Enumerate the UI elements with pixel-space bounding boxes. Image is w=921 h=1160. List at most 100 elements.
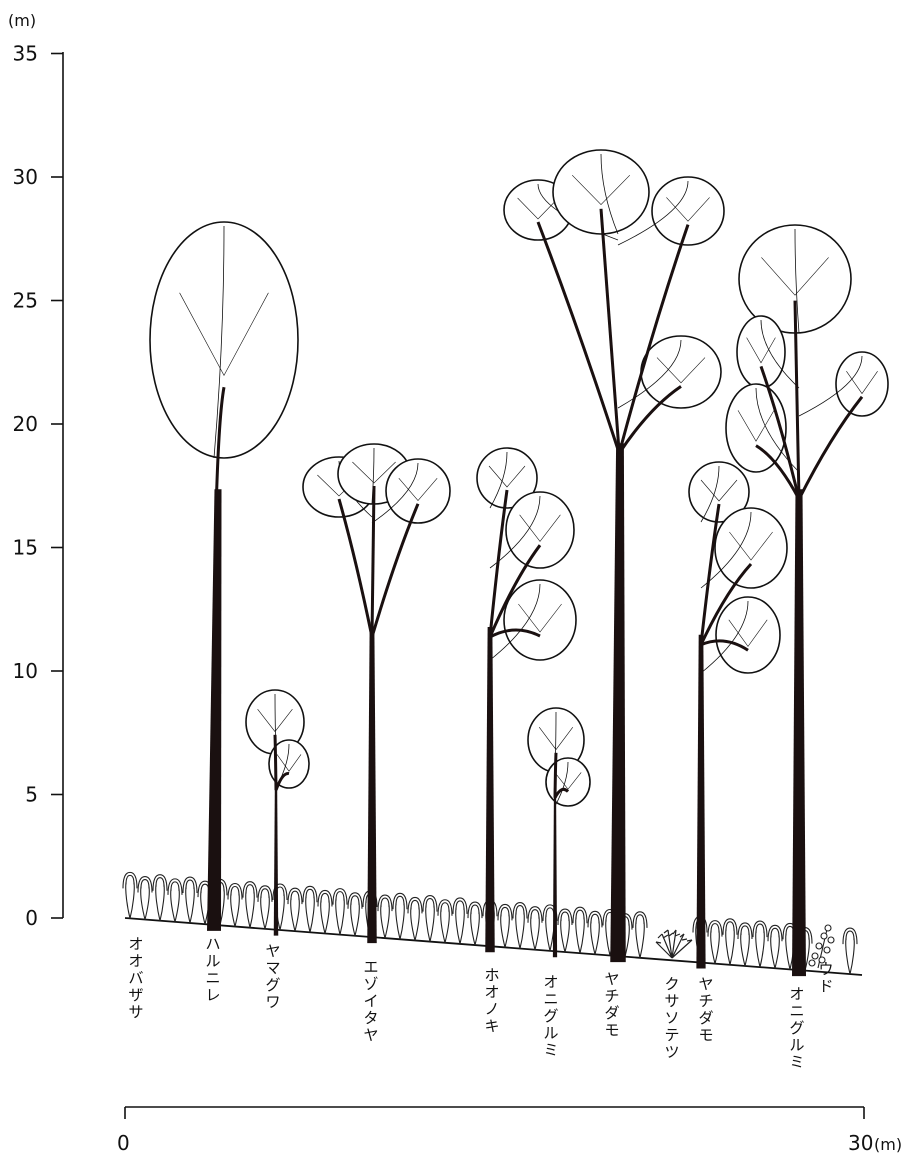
crown-vein bbox=[798, 355, 863, 417]
crown-vein bbox=[276, 754, 302, 772]
tree bbox=[302, 443, 451, 944]
tree-branch bbox=[489, 628, 541, 639]
crown-vein bbox=[571, 174, 631, 206]
crown-vein bbox=[398, 478, 438, 502]
tree-crown bbox=[651, 176, 725, 246]
y-tick-label: 0 bbox=[25, 906, 38, 930]
tree-trunk bbox=[696, 634, 706, 969]
tree-crown bbox=[503, 579, 577, 661]
bamboo-grass-clump bbox=[422, 895, 438, 942]
crown-vein bbox=[518, 603, 562, 633]
tree-crown bbox=[688, 461, 750, 523]
tree-trunk bbox=[367, 627, 377, 944]
tree-branch bbox=[759, 365, 801, 500]
tree-crown bbox=[725, 383, 787, 473]
tree-branch bbox=[699, 562, 753, 646]
bamboo-grass-clump bbox=[227, 882, 243, 927]
crown-vein bbox=[700, 511, 752, 589]
crown-vein bbox=[746, 337, 776, 364]
species-label: オニグルミ bbox=[789, 985, 804, 1071]
crown-vein bbox=[213, 225, 225, 459]
crown-vein bbox=[371, 447, 375, 505]
crown-vein bbox=[554, 772, 582, 790]
tree-branch bbox=[488, 544, 542, 638]
bamboo-grass-clump bbox=[152, 874, 168, 921]
bamboo-grass-clump bbox=[137, 875, 153, 920]
tree-branch bbox=[755, 444, 801, 500]
crown-vein bbox=[656, 357, 706, 384]
bamboo-grass-clump bbox=[392, 892, 408, 940]
crown-vein bbox=[700, 479, 738, 502]
species-label: ヤマグワ bbox=[265, 942, 280, 1011]
bamboo-grass-clump bbox=[122, 871, 138, 919]
crown-vein bbox=[846, 371, 878, 395]
tree-branch bbox=[370, 485, 376, 638]
tree-crown bbox=[268, 739, 310, 789]
tree-crown bbox=[505, 491, 575, 569]
species-labels: オオバザサハルニレヤマグワエゾイタヤホオノキオニグルミヤチダモクサソテツヤチダモ… bbox=[128, 935, 833, 1071]
bamboo-grass-clump bbox=[437, 899, 453, 943]
crown-vein bbox=[538, 727, 574, 751]
tree-branch bbox=[488, 489, 509, 638]
crown-vein bbox=[517, 197, 559, 220]
bamboo-grass-clump bbox=[347, 892, 363, 936]
tree-branch bbox=[274, 772, 290, 791]
bamboo-grass-clump bbox=[407, 896, 423, 941]
y-tick-label: 5 bbox=[25, 783, 38, 807]
crown-vein bbox=[489, 451, 508, 509]
tree-branch bbox=[797, 395, 864, 500]
tree-branch bbox=[617, 224, 690, 454]
tree-branch bbox=[214, 386, 226, 500]
crown-vein bbox=[554, 761, 569, 807]
fern-drawing bbox=[655, 929, 693, 959]
crown-vein bbox=[728, 619, 768, 647]
scale-bar-unit: (m) bbox=[874, 1135, 902, 1154]
bamboo-grass-clump bbox=[182, 876, 198, 924]
bamboo-grass-clump bbox=[767, 924, 783, 969]
tree-branch bbox=[700, 639, 749, 652]
tree-crown bbox=[385, 458, 451, 524]
bamboo-grass-clump bbox=[572, 906, 588, 954]
crown-vein bbox=[352, 461, 396, 484]
bamboo-grass-clump bbox=[242, 881, 258, 928]
bamboo-grass-clump bbox=[512, 901, 528, 949]
crown-vein bbox=[489, 583, 541, 661]
species-label: ハルニレ bbox=[205, 935, 220, 1004]
scale-bar-end-label: 30 bbox=[848, 1131, 873, 1155]
crown-vein bbox=[794, 228, 800, 334]
tree bbox=[503, 149, 725, 963]
crown-vein bbox=[760, 319, 800, 389]
tree-trunk bbox=[610, 443, 626, 963]
crown-vein bbox=[617, 339, 682, 409]
bamboo-grass-layer bbox=[122, 871, 858, 975]
tree-crown bbox=[736, 315, 786, 389]
tree bbox=[476, 447, 577, 953]
y-tick-label: 20 bbox=[13, 412, 38, 436]
crown-vein bbox=[600, 153, 619, 235]
species-label: クサソテツ bbox=[664, 975, 679, 1061]
udo-drawing bbox=[808, 924, 835, 969]
y-tick-label: 10 bbox=[13, 659, 38, 683]
species-label: エゾイタヤ bbox=[363, 958, 378, 1044]
tree-crown bbox=[149, 221, 299, 459]
bamboo-grass-clump bbox=[587, 910, 603, 955]
crown-vein bbox=[761, 257, 829, 296]
y-axis-unit: (m) bbox=[8, 11, 36, 30]
species-label: ヤチダモ bbox=[698, 975, 713, 1044]
species-label: ホオノキ bbox=[484, 966, 499, 1035]
tree-trunk bbox=[207, 489, 222, 931]
crown-vein bbox=[666, 197, 710, 222]
species-label: ヤチダモ bbox=[604, 970, 619, 1039]
tree bbox=[149, 221, 299, 931]
tree-trunk bbox=[485, 627, 495, 953]
tree-trunk bbox=[552, 787, 558, 958]
bamboo-grass-clump bbox=[167, 878, 183, 923]
crown-vein bbox=[371, 462, 419, 524]
tree-crown bbox=[640, 335, 722, 409]
tree-branch bbox=[553, 752, 558, 798]
bamboo-grass-clump bbox=[707, 920, 723, 964]
bamboo-grass-clump bbox=[332, 888, 348, 935]
crown-vein bbox=[700, 600, 749, 674]
tree-branch bbox=[599, 208, 621, 454]
